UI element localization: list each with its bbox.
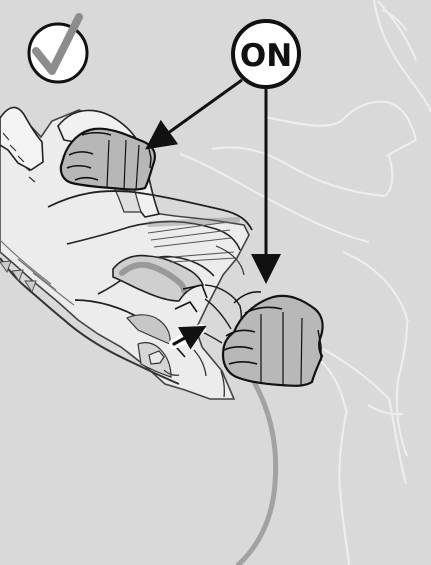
- on-label: ON: [240, 38, 292, 74]
